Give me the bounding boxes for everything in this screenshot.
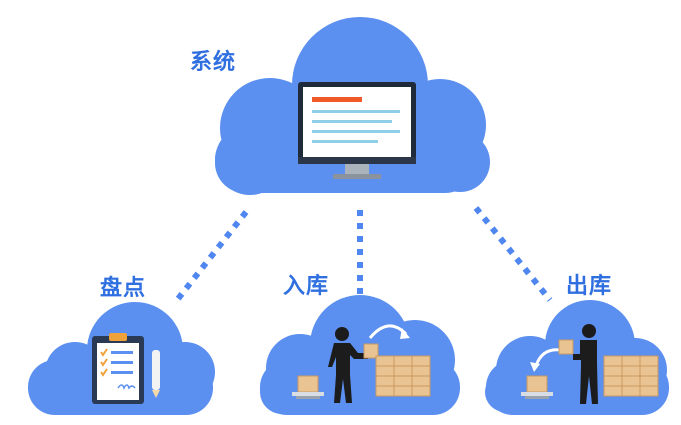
inbound-label: 入库 — [283, 274, 330, 299]
outbound-label: 出库 — [566, 274, 613, 299]
monitor-icon — [298, 82, 416, 179]
connector-stocktake — [171, 210, 249, 306]
connector-outbound — [473, 206, 553, 302]
person-handing-box-icon — [521, 324, 659, 404]
system-label: 系统 — [190, 50, 237, 75]
clipboard-checklist-icon — [92, 333, 160, 404]
connectors — [171, 206, 553, 306]
stocktake-label: 盘点 — [100, 276, 147, 301]
person-carrying-box-icon — [292, 324, 431, 403]
